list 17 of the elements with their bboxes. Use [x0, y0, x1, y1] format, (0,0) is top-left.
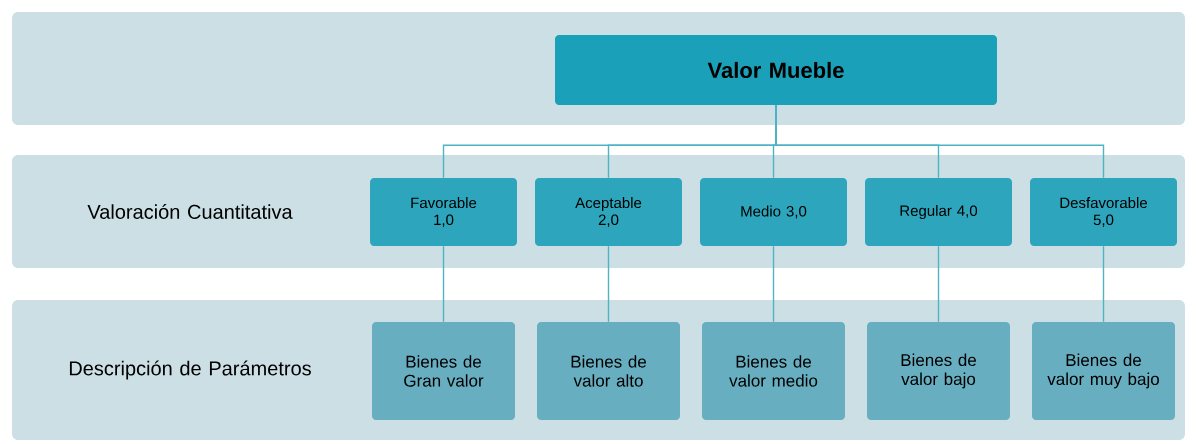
top-box: Valor Mueble — [555, 35, 997, 105]
connector-line — [1102, 245, 1105, 323]
description-box: Bienes de valor medio — [702, 322, 845, 420]
connector-line — [775, 104, 1105, 179]
description-box: Bienes de valor bajo — [867, 322, 1010, 420]
level-box: Aceptable 2,0 — [535, 178, 682, 246]
connector-line — [772, 245, 775, 323]
description-box: Bienes de valor muy bajo — [1032, 322, 1175, 420]
connector-line — [442, 245, 445, 323]
level-box: Desfavorable 5,0 — [1030, 178, 1177, 246]
connector-line — [607, 245, 610, 323]
level-box: Regular 4,0 — [865, 178, 1012, 246]
connector-line — [937, 245, 940, 323]
description-box: Bienes de valor alto — [537, 322, 680, 420]
description-box: Bienes de Gran valor — [372, 322, 515, 420]
level-box: Favorable 1,0 — [370, 178, 517, 246]
level-box: Medio 3,0 — [700, 178, 847, 246]
